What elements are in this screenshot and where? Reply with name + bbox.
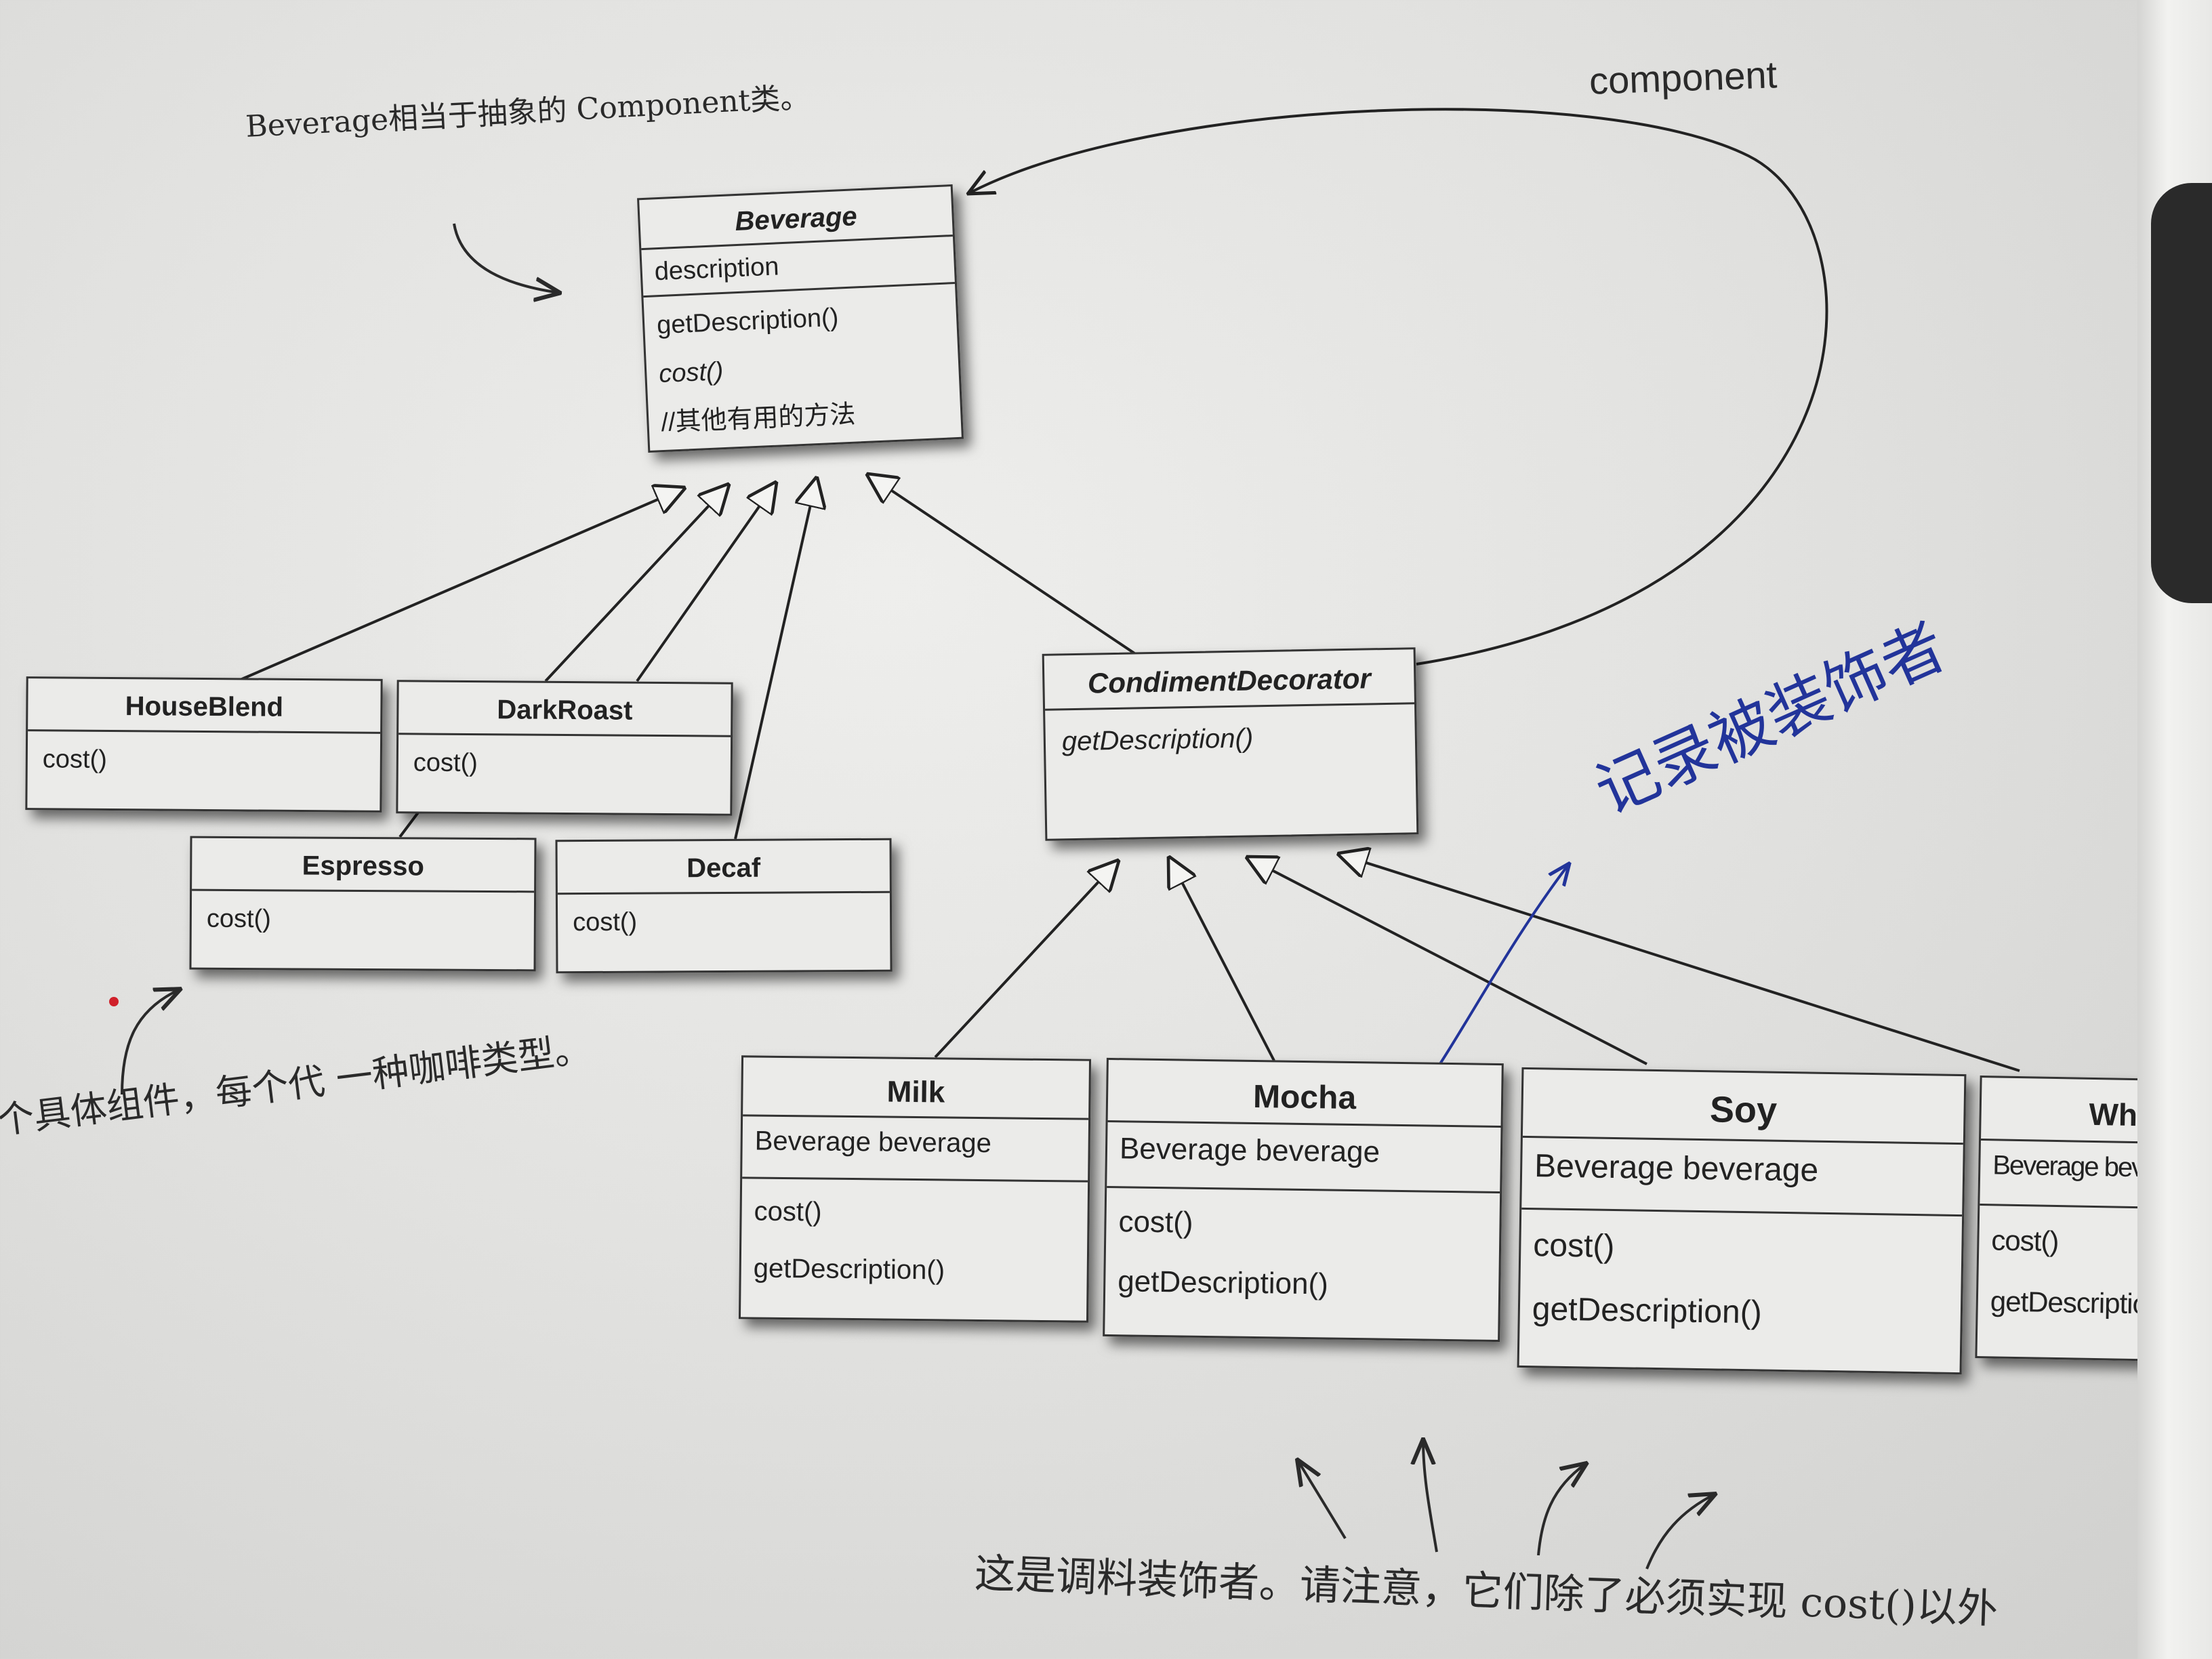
inheritance-edges bbox=[237, 108, 2020, 1072]
bottom-note-line2: cost()以外 bbox=[1799, 1578, 1999, 1633]
method-cost: cost() bbox=[1118, 1205, 1193, 1240]
class-methods: cost() bbox=[27, 731, 380, 811]
method-getdescription: getDescription() bbox=[1532, 1291, 1763, 1331]
page-edge bbox=[2137, 0, 2212, 1659]
field-beverage: Beverage beverage bbox=[1534, 1148, 1819, 1189]
class-name: HouseBlend bbox=[28, 678, 381, 734]
method-cost: cost() bbox=[206, 904, 271, 934]
top-note-line2: Component类。 bbox=[575, 80, 811, 127]
left-note-line2: 一种咖啡类型。 bbox=[333, 1027, 594, 1101]
class-methods: cost() getDescription() bbox=[741, 1179, 1088, 1320]
class-name: Espresso bbox=[192, 838, 535, 893]
class-methods: cost() getDescription() bbox=[1105, 1188, 1500, 1340]
class-name: Milk bbox=[743, 1057, 1089, 1120]
class-name: Decaf bbox=[557, 840, 890, 895]
edge-milk bbox=[934, 861, 1118, 1059]
method-cost: cost() bbox=[1532, 1227, 1615, 1265]
class-name: CondimentDecorator bbox=[1044, 649, 1415, 711]
edge-mocha bbox=[1169, 857, 1275, 1061]
figure-silhouette bbox=[2151, 183, 2212, 603]
class-methods: cost() bbox=[398, 735, 731, 813]
component-label: component bbox=[1588, 53, 1778, 102]
edge-whip bbox=[1338, 854, 2020, 1072]
field-beverage: Beverage beverage bbox=[754, 1126, 992, 1159]
class-fields: Beverage beverage bbox=[1107, 1122, 1501, 1194]
class-name: Mocha bbox=[1107, 1059, 1502, 1128]
edge-decaf bbox=[734, 478, 817, 840]
field-beverage: Beverage beverage bbox=[1119, 1132, 1380, 1169]
field-description: description bbox=[653, 252, 780, 287]
top-note-line1: Beverage相当于抽象的 bbox=[245, 93, 568, 144]
hand-arrows bbox=[121, 223, 1715, 1570]
edge-houseblend bbox=[237, 488, 684, 682]
method-cost: cost() bbox=[413, 748, 478, 778]
class-milk: Milk Beverage beverage cost() getDescrip… bbox=[738, 1055, 1092, 1323]
class-espresso: Espresso cost() bbox=[189, 836, 537, 972]
class-houseblend: HouseBlend cost() bbox=[25, 676, 383, 813]
class-methods: cost() bbox=[192, 891, 535, 970]
class-methods: getDescription() cost() //其他有用的方法 bbox=[643, 284, 961, 451]
class-condiment-decorator: CondimentDecorator getDescription() bbox=[1042, 647, 1419, 841]
class-darkroast: DarkRoast cost() bbox=[396, 680, 733, 816]
edge-espresso bbox=[398, 808, 422, 838]
class-methods: getDescription() bbox=[1045, 704, 1416, 838]
class-mocha: Mocha Beverage beverage cost() getDescri… bbox=[1103, 1057, 1504, 1343]
class-methods: cost() bbox=[558, 893, 890, 972]
class-fields: Beverage beverage bbox=[742, 1116, 1089, 1183]
red-dot bbox=[109, 997, 119, 1006]
method-getdescription: getDescription() bbox=[1061, 723, 1254, 757]
class-name: Soy bbox=[1522, 1069, 1965, 1145]
class-methods: cost() getDescription() bbox=[1519, 1210, 1963, 1372]
class-beverage: Beverage description getDescription() co… bbox=[637, 184, 964, 453]
edge-condiment bbox=[867, 474, 1140, 657]
edge-darkroast-b bbox=[636, 483, 776, 682]
class-fields: Beverage beverage bbox=[1521, 1137, 1963, 1217]
method-cost: cost() bbox=[573, 907, 638, 937]
class-decaf: Decaf cost() bbox=[555, 838, 893, 974]
method-getdescription: getDescription() bbox=[753, 1253, 945, 1286]
edge-soy bbox=[1247, 857, 1647, 1065]
edge-darkroast-a bbox=[544, 485, 729, 682]
class-soy: Soy Beverage beverage cost() getDescript… bbox=[1517, 1067, 1967, 1375]
class-name: DarkRoast bbox=[398, 682, 731, 737]
method-cost: cost() bbox=[42, 745, 107, 775]
method-cost: cost() bbox=[754, 1196, 822, 1227]
method-getdescription: getDescription() bbox=[1117, 1265, 1329, 1301]
component-loop bbox=[969, 108, 1828, 665]
